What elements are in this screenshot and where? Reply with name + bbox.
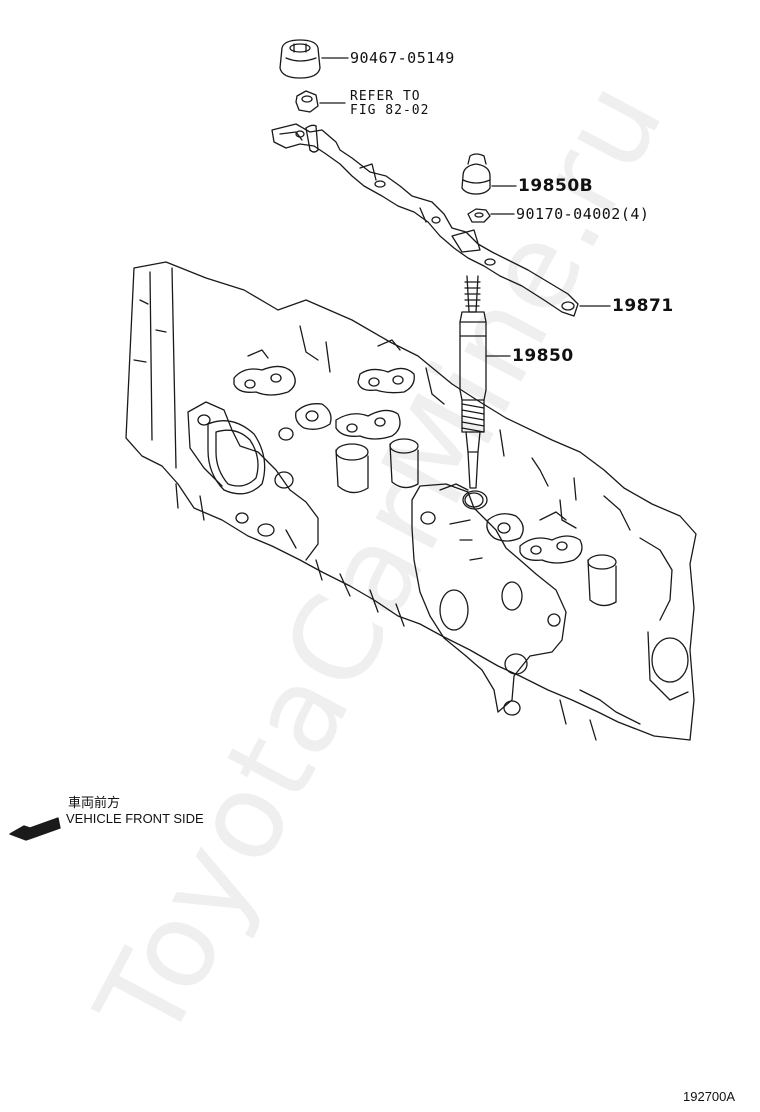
washer-part [467,208,491,223]
label-refer-line2: FIG 82-02 [350,103,430,118]
glow-plug-part [459,275,487,489]
label-glow-plug: 19850 [512,346,574,366]
figure-code: 192700A [683,1089,736,1104]
label-refer-line1: REFER TO [350,89,421,104]
front-side-japanese: 車両前方 [68,796,121,811]
cylinder-head-part [125,261,697,741]
front-side-english: VEHICLE FRONT SIDE [66,811,204,826]
label-bus-bar: 19871 [612,296,674,316]
label-terminal-nut: 19850B [518,176,594,196]
bus-bar-part [271,123,579,317]
front-arrow-icon [9,817,61,841]
small-nut-part [295,90,319,113]
cap-nut-part [279,39,321,79]
terminal-nut-part [461,153,491,195]
label-washer: 90170-04002(4) [516,205,650,223]
label-cap-nut: 90467-05149 [350,49,455,67]
